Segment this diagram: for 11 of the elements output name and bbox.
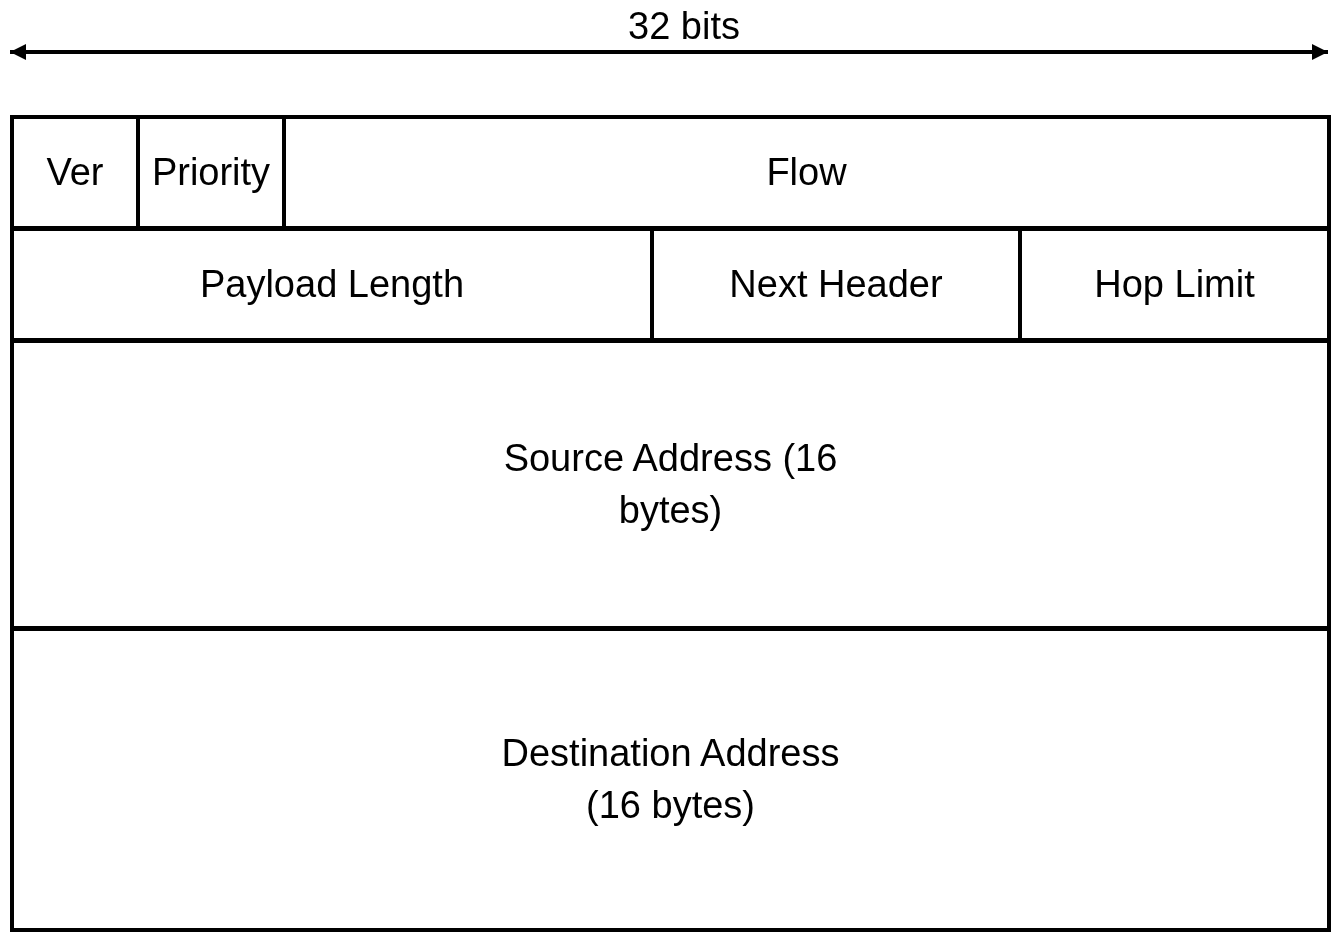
field-name: Destination Address (16 bytes) xyxy=(500,731,841,828)
field-name: Payload Length xyxy=(199,261,465,307)
header-field-box xyxy=(10,627,1331,932)
field-name: Source Address (16 bytes) xyxy=(502,436,839,533)
dimension-label: 32 bits xyxy=(627,4,741,48)
field-name: Ver xyxy=(46,149,104,195)
header-field-box xyxy=(10,339,1331,630)
field-name: Next Header xyxy=(729,261,943,307)
field-name: Flow xyxy=(766,149,847,195)
field-name: Priority xyxy=(151,149,271,195)
field-name: Hop Limit xyxy=(1094,261,1255,307)
